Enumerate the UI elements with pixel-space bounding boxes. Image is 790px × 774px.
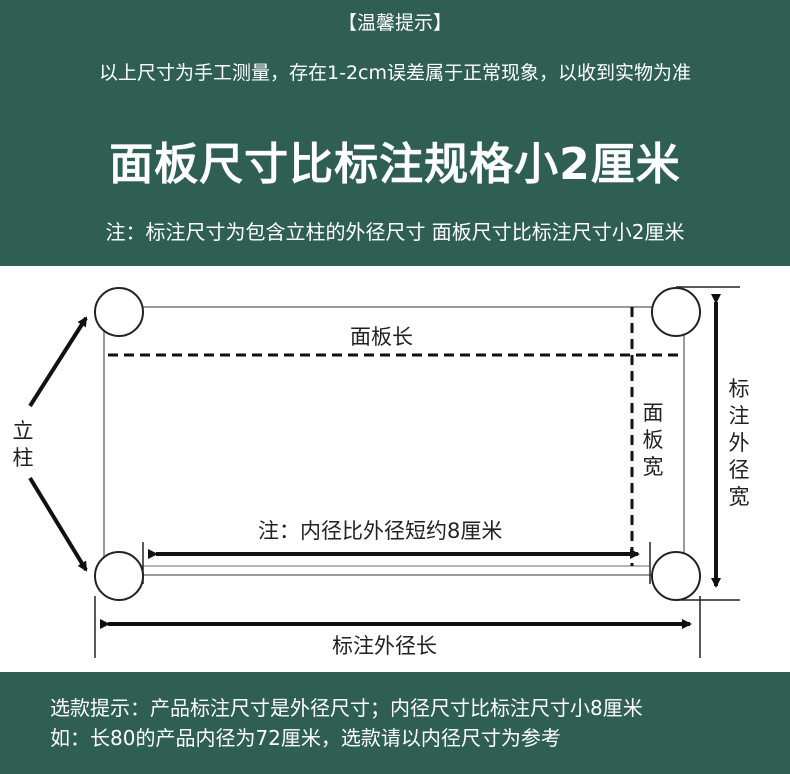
shelf-frame xyxy=(103,306,685,576)
shelf-diagram-svg xyxy=(28,286,740,658)
post-top-right xyxy=(651,287,701,337)
outer-width-label: 标注外径宽 xyxy=(728,377,750,509)
headline: 面板尺寸比标注规格小2厘米 xyxy=(109,139,681,190)
tip-title: 【温馨提示】 xyxy=(337,12,452,34)
post-pointer-arrow-down xyxy=(28,476,88,572)
header-band: 【温馨提示】 以上尺寸为手工测量，存在1-2cm误差属于正常现象，以收到实物为准… xyxy=(0,0,790,266)
post-pointer-arrow-up xyxy=(28,316,88,408)
panel-width-label: 面板宽 xyxy=(642,401,664,479)
selection-tip: 选款提示：产品标注尺寸是外径尺寸；内径尺寸比标注尺寸小8厘米 xyxy=(50,696,643,720)
panel-length-label: 面板长 xyxy=(350,325,413,349)
selection-example: 如：长80的产品内径为72厘米，选款请以内径尺寸为参考 xyxy=(50,726,561,750)
footer-band: 选款提示：产品标注尺寸是外径尺寸；内径尺寸比标注尺寸小8厘米 如：长80的产品内… xyxy=(0,672,790,774)
inner-diameter-note: 注：内径比外径短约8厘米 xyxy=(258,519,503,543)
size-note: 注：标注尺寸为包含立柱的外径尺寸 面板尺寸比标注尺寸小2厘米 xyxy=(105,220,685,244)
post-top-left xyxy=(94,287,144,337)
post-bottom-right xyxy=(651,551,701,601)
post-label: 立柱 xyxy=(12,419,34,470)
post-bottom-left xyxy=(94,551,144,601)
tip-measurement-note: 以上尺寸为手工测量，存在1-2cm误差属于正常现象，以收到实物为准 xyxy=(99,62,691,84)
outer-length-label: 标注外径长 xyxy=(332,634,437,658)
shelf-diagram: 面板长 面板宽 标注外径宽 注：内径比外径短约8厘米 标注外径长 立柱 xyxy=(0,266,790,672)
